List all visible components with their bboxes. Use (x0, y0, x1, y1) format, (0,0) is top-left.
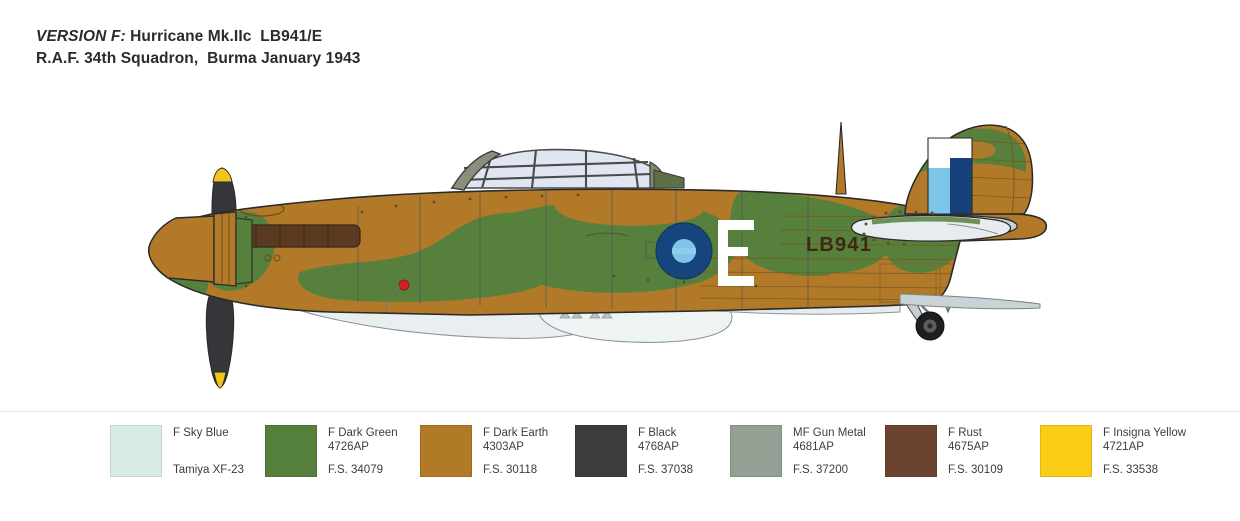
legend-item: F Insigna Yellow 4721AP F.S. 33538 (1040, 425, 1195, 478)
radiator-vanes (559, 310, 613, 319)
fin-flash-dark-blue (950, 158, 972, 214)
red-marker (398, 279, 410, 291)
heading-line-1: VERSION F: Hurricane Mk.IIc LB941/E (36, 26, 361, 48)
aerial-mast (835, 121, 847, 195)
color-code: 4681AP (793, 441, 834, 454)
legend-item: F Dark Earth 4303AP F.S. 30118 (420, 425, 575, 478)
color-name: F Black (638, 427, 677, 439)
aircraft-illustration: LB941 (0, 96, 1240, 406)
version-label: VERSION F: (36, 28, 126, 45)
nose-details (385, 279, 410, 311)
tailplane-rivets (862, 210, 934, 246)
color-swatch (1040, 425, 1092, 477)
legend-item: F Black 4768AP F.S. 37038 (575, 425, 730, 478)
color-swatch (730, 425, 782, 477)
color-fs: F.S. 37038 (638, 463, 693, 476)
unit-line: R.A.F. 34th Squadron, Burma January 1943 (36, 50, 361, 68)
color-name: F Dark Earth (483, 427, 549, 439)
fin-flash (927, 137, 973, 215)
legend-item: F Rust 4675AP F.S. 30109 (885, 425, 1040, 478)
color-code: 4768AP (638, 441, 679, 454)
color-name: F Insigna Yellow (1103, 427, 1187, 439)
camouflage-earth-overlay (553, 191, 905, 302)
prop-tip-upper (212, 167, 233, 183)
main-landing-gear (905, 301, 945, 341)
color-code: 4675AP (948, 441, 989, 454)
color-swatch (265, 425, 317, 477)
color-code: 4721AP (1103, 441, 1144, 454)
serial-number-text: LB941 (806, 234, 872, 256)
color-fs: F.S. 37200 (793, 463, 848, 476)
legend-item: MF Gun Metal 4681AP F.S. 37200 (730, 425, 885, 478)
fuselage-markings: LB941 (655, 220, 872, 286)
color-name: F Rust (948, 427, 982, 439)
color-legend: F Sky Blue Tamiya XF-23 F Dark Green 472… (0, 425, 1240, 505)
color-name: MF Gun Metal (793, 427, 866, 439)
wing-tip-far (899, 293, 1041, 310)
cockpit-canopy (450, 148, 685, 191)
color-swatch (420, 425, 472, 477)
color-fs: F.S. 34079 (328, 463, 383, 476)
legend-item: F Sky Blue Tamiya XF-23 (110, 425, 265, 478)
tailplane (850, 210, 1018, 246)
aircraft-profile-svg: LB941 (148, 121, 1048, 389)
legend-item: F Dark Green 4726AP F.S. 34079 (265, 425, 420, 478)
fin-flash-light-blue (928, 168, 950, 214)
squadron-letter (718, 220, 754, 286)
color-swatch (575, 425, 627, 477)
version-heading: VERSION F: Hurricane Mk.IIc LB941/E R.A.… (36, 26, 361, 71)
color-fs: F.S. 33538 (1103, 463, 1158, 476)
spinner (148, 211, 253, 287)
prop-tip-lower (213, 371, 227, 389)
windscreen-frame (450, 150, 502, 191)
color-swatch (885, 425, 937, 477)
color-code: 4303AP (483, 441, 524, 454)
color-fs: Tamiya XF-23 (173, 463, 244, 476)
legend-divider (0, 411, 1240, 412)
color-name: F Dark Green (328, 427, 398, 439)
color-swatch (110, 425, 162, 477)
color-fs: F.S. 30109 (948, 463, 1003, 476)
color-code: 4726AP (328, 441, 369, 454)
aircraft-designation: Hurricane Mk.IIc LB941/E (130, 28, 323, 45)
color-name: F Sky Blue (173, 427, 229, 439)
color-fs: F.S. 30118 (483, 463, 538, 476)
